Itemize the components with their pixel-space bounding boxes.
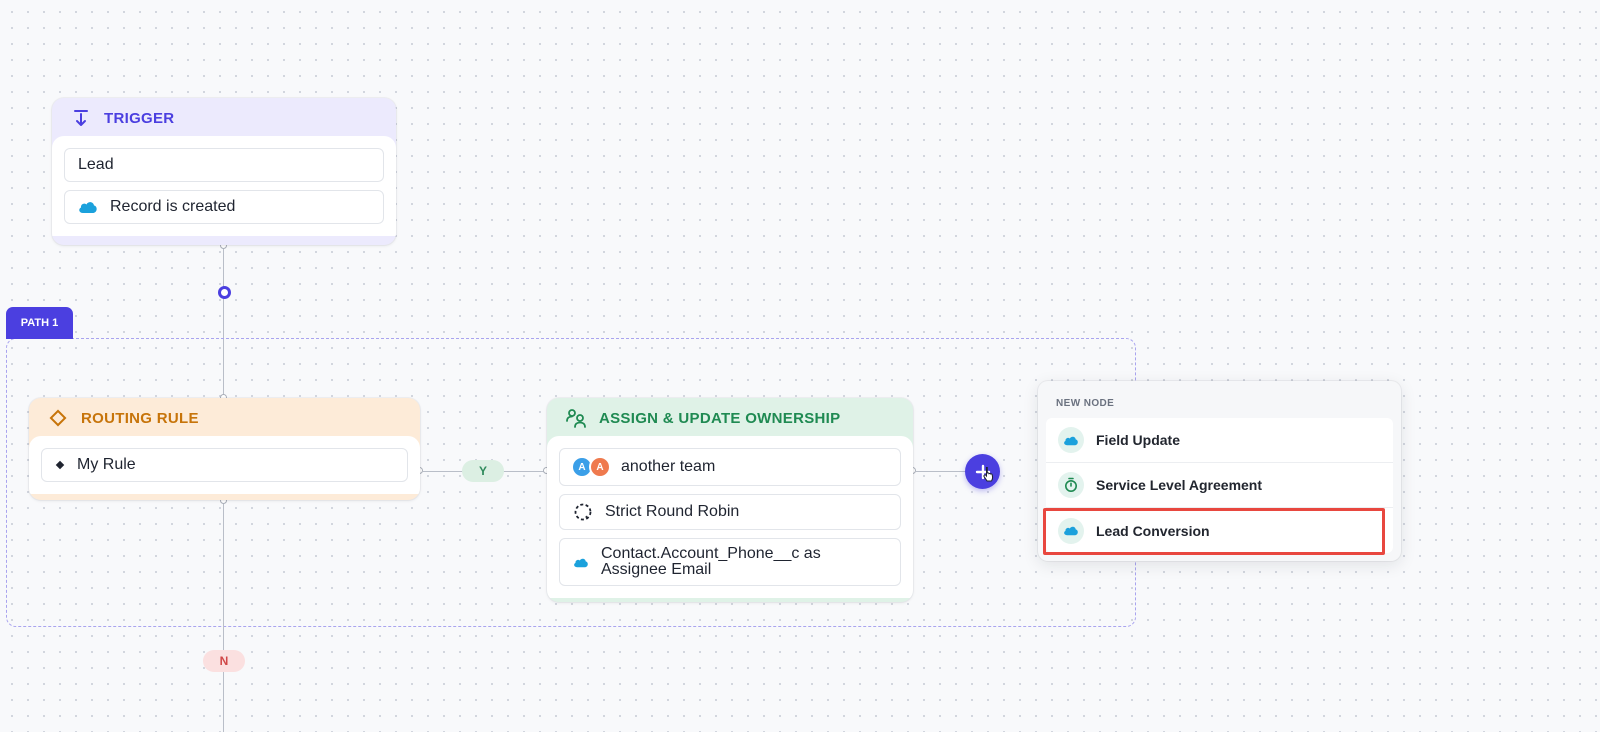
salesforce-cloud-icon [1058,427,1084,453]
branch-yes-badge: Y [462,460,504,482]
assign-ownership-body: A A another team Strict Round Robin Cont… [547,436,913,598]
assign-assignee-field[interactable]: Contact.Account_Phone__c as Assignee Ema… [559,538,901,586]
menu-item-label: Service Level Agreement [1096,477,1263,493]
salesforce-cloud-icon [573,557,589,568]
assign-ownership-header: ASSIGN & UPDATE OWNERSHIP [547,398,913,438]
trigger-event-label: Record is created [110,198,236,215]
diamond-bullet-icon [55,460,65,470]
assign-team-field[interactable]: A A another team [559,448,901,486]
assign-assignee-label: Contact.Account_Phone__c as Assignee Ema… [601,546,821,578]
menu-item-service-level-agreement[interactable]: Service Level Agreement [1046,463,1393,508]
assignee-line-2: Assignee Email [601,561,712,578]
avatar: A [589,456,611,478]
download-arrow-icon [70,107,92,129]
new-node-menu: NEW NODE Field Update Service Level Agre… [1038,381,1401,561]
trigger-node[interactable]: TRIGGER Lead Record is created [52,98,396,245]
routing-rule-node[interactable]: ROUTING RULE My Rule [29,398,420,500]
trigger-title: TRIGGER [104,109,175,127]
routing-rule-item[interactable]: My Rule [41,448,408,482]
no-branch-line [223,504,224,732]
menu-item-label: Lead Conversion [1096,522,1210,539]
routing-rule-name: My Rule [77,456,136,473]
pointer-cursor-icon [982,466,996,482]
stopwatch-icon [1058,472,1084,498]
menu-item-lead-conversion[interactable]: Lead Conversion [1046,508,1393,553]
salesforce-cloud-icon [78,200,98,214]
diamond-icon [47,407,69,429]
new-node-menu-header: NEW NODE [1056,398,1115,409]
routing-rule-title: ROUTING RULE [81,409,199,427]
salesforce-cloud-icon [1058,517,1084,544]
trigger-object-label: Lead [78,156,114,173]
insert-point-marker[interactable] [218,286,231,299]
assignee-line-1: Contact.Account_Phone__c as [601,545,821,562]
spinner-icon [573,502,593,522]
trigger-object-field[interactable]: Lead [64,148,384,182]
assign-method-label: Strict Round Robin [605,503,740,520]
trigger-body: Lead Record is created [52,136,396,236]
assign-ownership-node[interactable]: ASSIGN & UPDATE OWNERSHIP A A another te… [547,398,913,602]
routing-rule-body: My Rule [29,436,420,494]
assign-to-add-line [916,471,966,472]
menu-item-field-update[interactable]: Field Update [1046,418,1393,463]
trigger-header: TRIGGER [52,98,396,138]
assign-method-field[interactable]: Strict Round Robin [559,494,901,530]
users-icon [565,407,587,429]
trigger-connector-line [223,249,224,397]
assign-team-label: another team [621,458,716,475]
avatar: A [571,456,593,478]
branch-no-badge: N [203,650,245,672]
assign-ownership-title: ASSIGN & UPDATE OWNERSHIP [599,409,841,427]
path-tab[interactable]: PATH 1 [6,307,73,339]
trigger-event-field[interactable]: Record is created [64,190,384,224]
team-avatars: A A [571,456,611,478]
routing-rule-header: ROUTING RULE [29,398,420,438]
menu-item-label: Field Update [1096,432,1181,448]
